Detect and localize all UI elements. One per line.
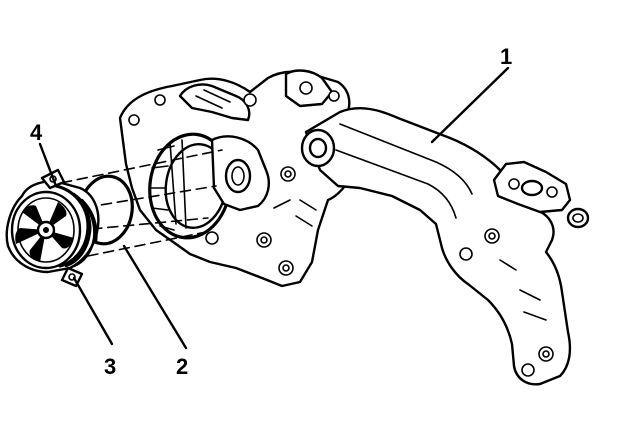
bolt-hole — [154, 94, 166, 106]
leader-2 — [122, 244, 188, 350]
bolt-hole — [128, 114, 140, 126]
callout-1: 1 — [500, 44, 512, 69]
leader-lines — [38, 66, 510, 350]
water-pump-housing — [118, 69, 590, 386]
bolt-hole — [538, 346, 554, 362]
water-pump — [5, 168, 100, 288]
bolt-hole — [484, 228, 500, 244]
bolt-hole — [280, 166, 296, 182]
leader-4 — [38, 142, 58, 188]
bolt-hole — [205, 231, 219, 245]
bolt-hole — [521, 363, 535, 377]
bolt-hole — [256, 232, 272, 248]
side-port — [566, 207, 590, 229]
callout-2: 2 — [176, 354, 188, 379]
leader-3 — [72, 276, 114, 346]
housing-arm — [304, 107, 572, 386]
housing-top-pipe — [178, 83, 251, 122]
bolt-hole — [459, 247, 473, 261]
callout-3: 3 — [104, 354, 116, 379]
leader-1 — [430, 66, 510, 144]
housing-top-boss — [284, 69, 334, 108]
callout-4: 4 — [30, 120, 43, 145]
bolt-hole — [278, 260, 294, 276]
